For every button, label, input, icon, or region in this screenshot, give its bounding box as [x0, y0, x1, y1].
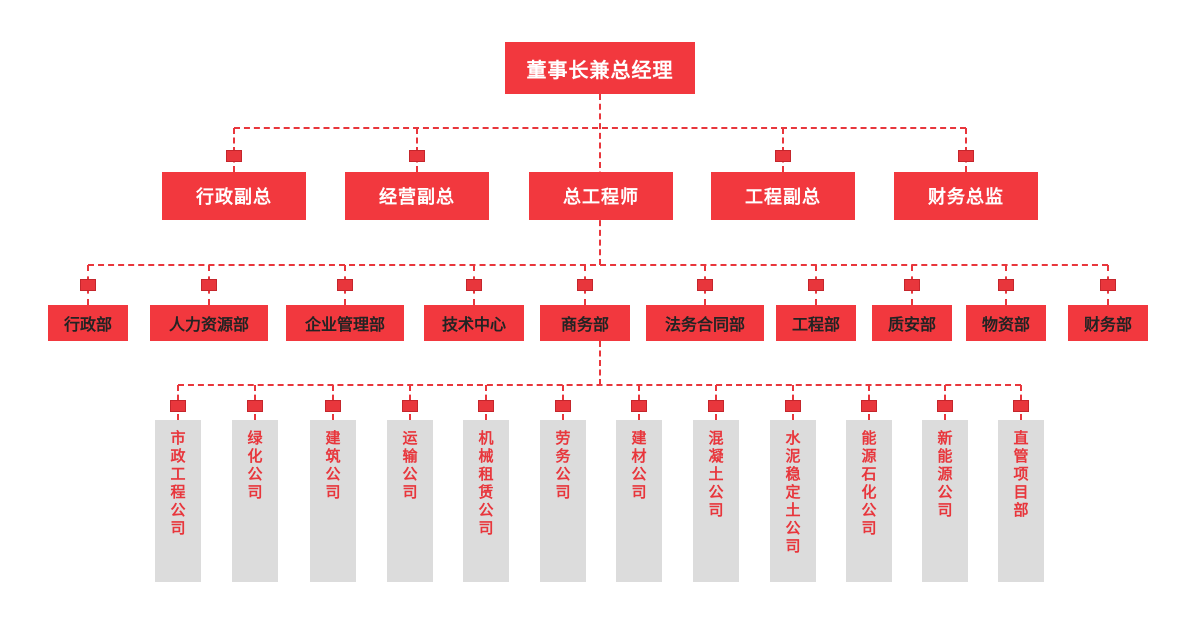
node-quality-safety-dept[interactable]: 质安部 [872, 305, 952, 341]
node-enterprise-mgmt-dept[interactable]: 企业管理部 [286, 305, 404, 341]
node-label: 机械租赁公司 [476, 430, 495, 538]
connector-node [478, 400, 494, 412]
connector-node [247, 400, 263, 412]
connector-node [170, 400, 186, 412]
node-engineering-dept[interactable]: 工程部 [776, 305, 856, 341]
connector-line [178, 384, 1021, 386]
node-label: 直管项目部 [1011, 430, 1030, 520]
node-machinery-leasing-co[interactable]: 机械租赁公司 [463, 420, 509, 582]
connector-node [1013, 400, 1029, 412]
node-label: 商务部 [560, 315, 609, 334]
connector-node [937, 400, 953, 412]
node-label: 水泥稳定土公司 [783, 430, 802, 556]
node-label: 企业管理部 [304, 315, 385, 334]
connector-node [904, 279, 920, 291]
node-label: 绿化公司 [245, 430, 264, 502]
node-label: 混凝土公司 [706, 430, 725, 520]
node-chairman-gm[interactable]: 董事长兼总经理 [505, 42, 695, 94]
node-admin-vp[interactable]: 行政副总 [162, 172, 306, 220]
connector-node [861, 400, 877, 412]
connector-node [201, 279, 217, 291]
connector-node [708, 400, 724, 412]
node-label: 工程副总 [745, 187, 821, 208]
node-cement-stabilized-soil-co[interactable]: 水泥稳定土公司 [770, 420, 816, 582]
connector-node [402, 400, 418, 412]
node-legal-contract-dept[interactable]: 法务合同部 [646, 305, 764, 341]
node-label: 行政副总 [196, 187, 272, 208]
node-label: 物资部 [981, 315, 1030, 334]
node-label: 工程部 [791, 315, 840, 334]
node-label: 建筑公司 [323, 430, 342, 502]
node-hr-dept[interactable]: 人力资源部 [150, 305, 268, 341]
connector-node [577, 279, 593, 291]
node-label: 行政部 [63, 315, 112, 334]
connector-node [337, 279, 353, 291]
node-label: 运输公司 [400, 430, 419, 502]
node-label: 建材公司 [629, 430, 648, 502]
node-transport-co[interactable]: 运输公司 [387, 420, 433, 582]
connector-node [226, 150, 242, 162]
node-admin-dept[interactable]: 行政部 [48, 305, 128, 341]
node-label: 法务合同部 [664, 315, 745, 334]
node-label: 技术中心 [441, 315, 506, 334]
connector-node [409, 150, 425, 162]
connector-node [785, 400, 801, 412]
node-labor-services-co[interactable]: 劳务公司 [540, 420, 586, 582]
node-concrete-co[interactable]: 混凝土公司 [693, 420, 739, 582]
connector-node [555, 400, 571, 412]
node-label: 财务部 [1083, 315, 1132, 334]
node-energy-petrochemical-co[interactable]: 能源石化公司 [846, 420, 892, 582]
node-tech-center[interactable]: 技术中心 [424, 305, 524, 341]
node-label: 人力资源部 [168, 315, 249, 334]
node-finance-dept[interactable]: 财务部 [1068, 305, 1148, 341]
connector-line [234, 127, 966, 129]
connector-node [80, 279, 96, 291]
node-label: 质安部 [887, 315, 936, 334]
node-business-dept[interactable]: 商务部 [540, 305, 630, 341]
connector-node [998, 279, 1014, 291]
node-operations-vp[interactable]: 经营副总 [345, 172, 489, 220]
node-greening-co[interactable]: 绿化公司 [232, 420, 278, 582]
node-materials-dept[interactable]: 物资部 [966, 305, 1046, 341]
connector-node [1100, 279, 1116, 291]
node-engineering-vp[interactable]: 工程副总 [711, 172, 855, 220]
node-label: 财务总监 [928, 187, 1004, 208]
node-chief-engineer[interactable]: 总工程师 [529, 172, 673, 220]
node-finance-director[interactable]: 财务总监 [894, 172, 1038, 220]
node-municipal-engineering-co[interactable]: 市政工程公司 [155, 420, 201, 582]
node-label: 市政工程公司 [168, 430, 187, 538]
connector-node [631, 400, 647, 412]
connector-node [958, 150, 974, 162]
node-label: 经营副总 [379, 187, 455, 208]
connector-node [466, 279, 482, 291]
node-construction-co[interactable]: 建筑公司 [310, 420, 356, 582]
node-label: 董事长兼总经理 [526, 57, 674, 82]
node-label: 劳务公司 [553, 430, 572, 502]
connector-node [808, 279, 824, 291]
node-label: 新能源公司 [935, 430, 954, 520]
node-label: 总工程师 [563, 187, 639, 208]
node-label: 能源石化公司 [859, 430, 878, 538]
connector-line [88, 264, 1108, 266]
connector-line [599, 341, 601, 385]
node-building-materials-co[interactable]: 建材公司 [616, 420, 662, 582]
node-direct-project-dept[interactable]: 直管项目部 [998, 420, 1044, 582]
node-new-energy-co[interactable]: 新能源公司 [922, 420, 968, 582]
connector-node [325, 400, 341, 412]
connector-node [697, 279, 713, 291]
connector-node [775, 150, 791, 162]
